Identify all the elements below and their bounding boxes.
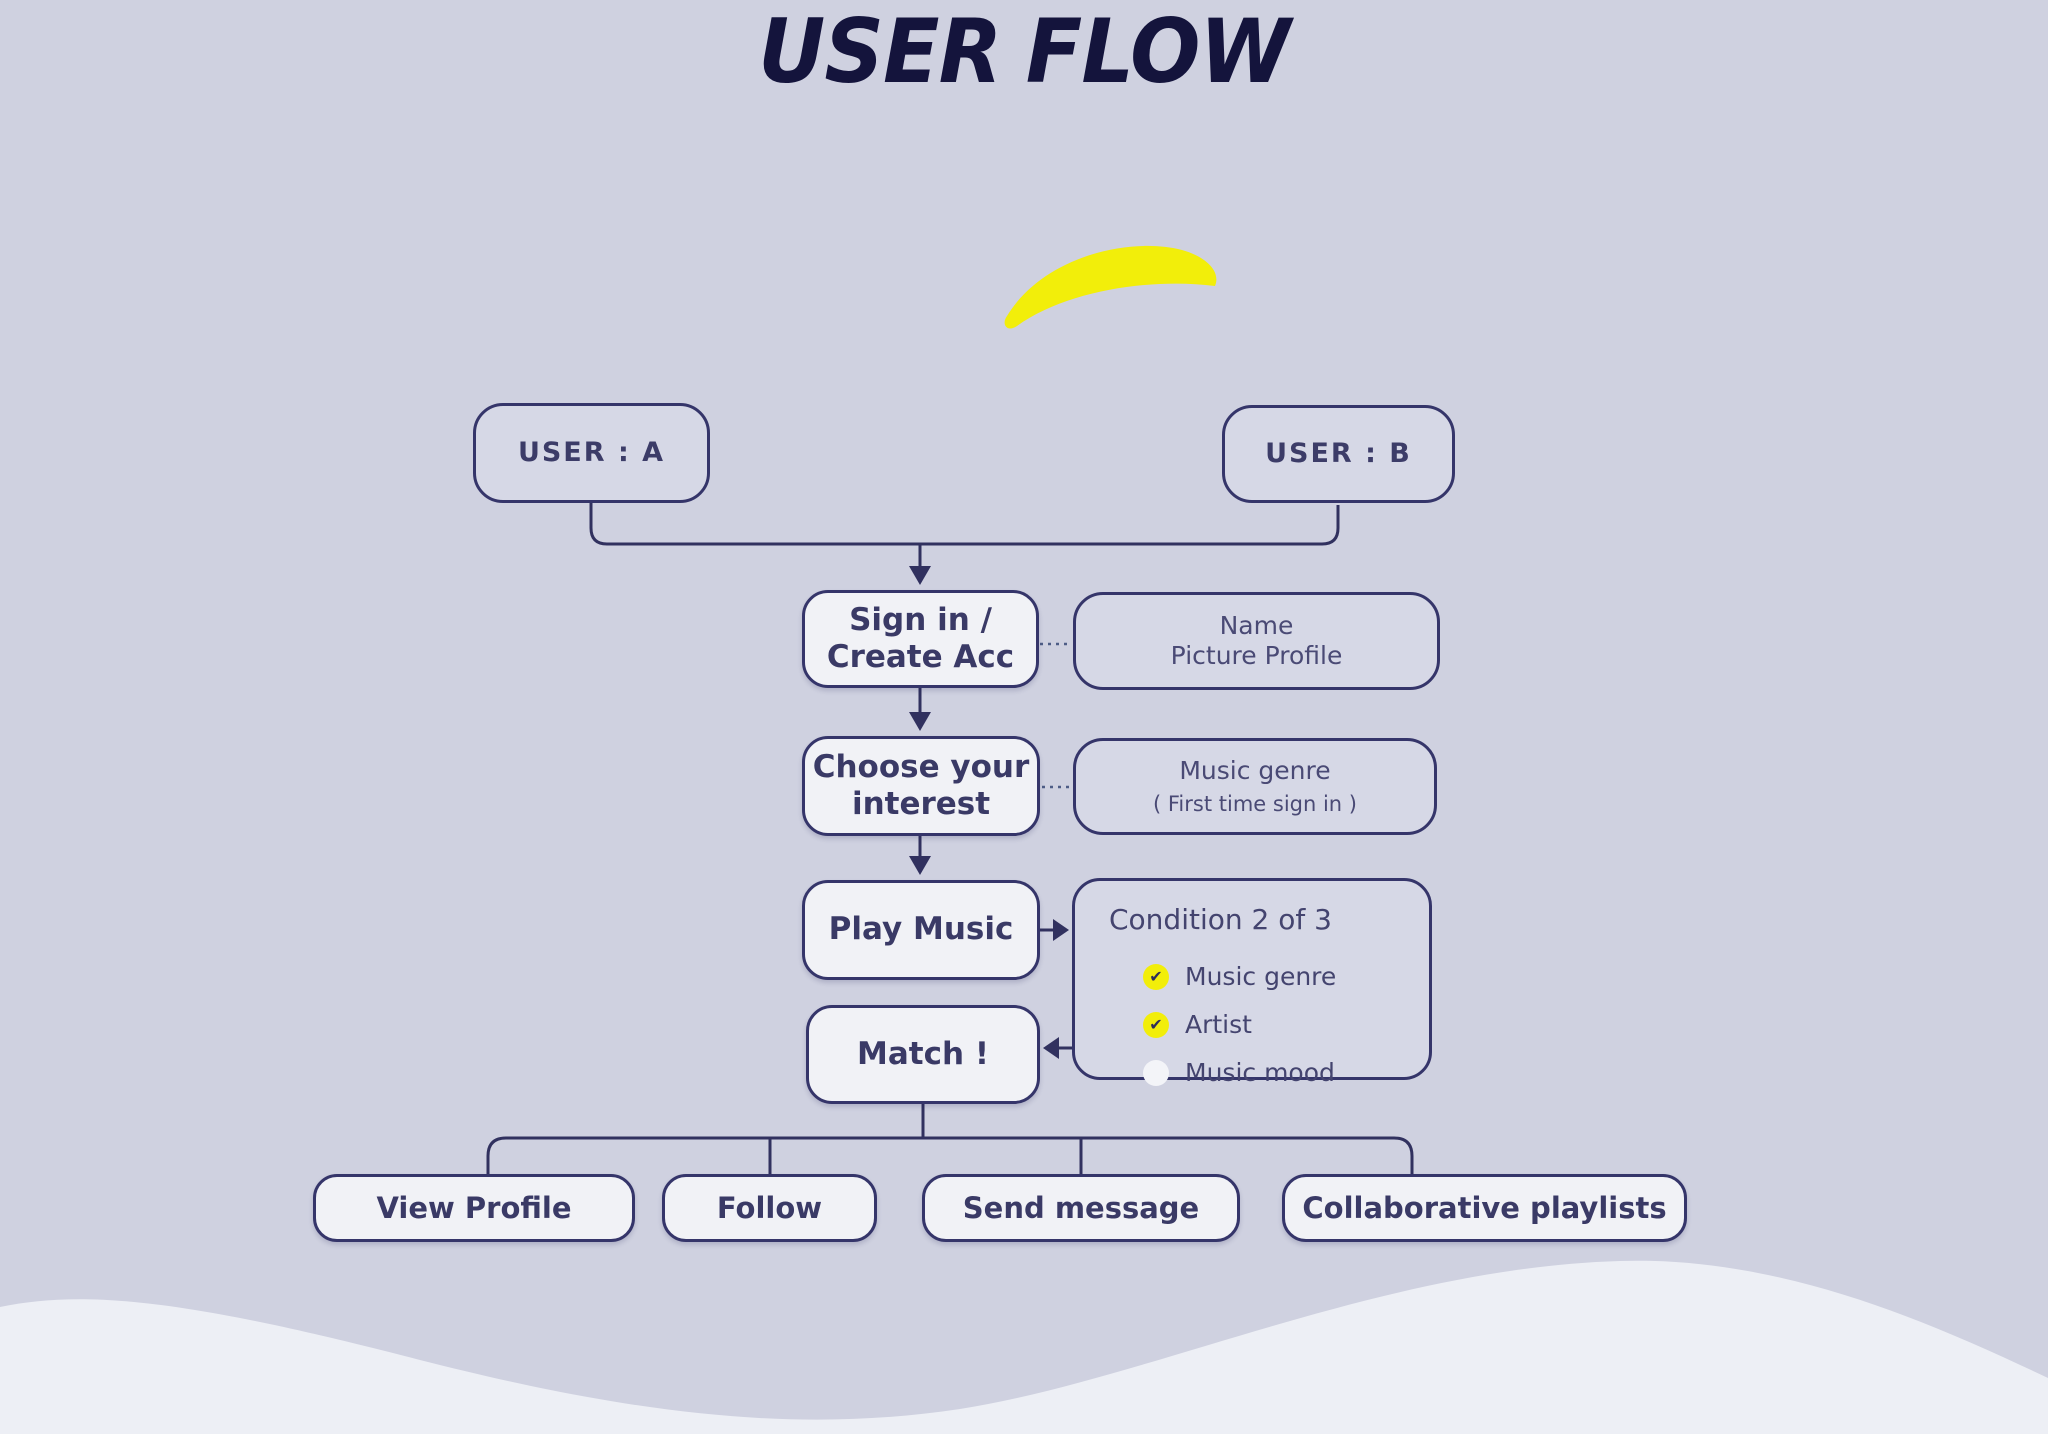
node-play-label: Play Music <box>828 911 1014 948</box>
node-choose-interest: Choose your interest <box>802 736 1040 836</box>
swoosh-path <box>1004 245 1217 329</box>
arrow-down-icon <box>909 856 931 875</box>
node-view-profile-label: View Profile <box>376 1190 572 1225</box>
note-genre-line2: ( First time sign in ) <box>1153 791 1357 816</box>
node-match-label: Match ! <box>857 1035 989 1072</box>
arrow-right-icon <box>1053 919 1069 941</box>
title-user: USER <box>758 0 1002 103</box>
node-play-music: Play Music <box>802 880 1040 980</box>
note-profile: Name Picture Profile <box>1073 592 1440 690</box>
node-user-a: USER : A <box>473 403 710 503</box>
condition-item-artist: Artist <box>1143 1010 1252 1040</box>
node-match: Match ! <box>806 1005 1040 1104</box>
condition-box: Condition 2 of 3 Music genre Artist Musi… <box>1072 878 1432 1087</box>
node-sign-in: Sign in / Create Acc <box>802 590 1039 688</box>
node-sign-in-label-2: Create Acc <box>826 639 1015 675</box>
condition-heading: Condition 2 of 3 <box>1109 903 1332 936</box>
node-follow-label: Follow <box>716 1190 823 1225</box>
node-user-b-label: USER : B <box>1265 437 1412 469</box>
node-collab-label: Collaborative playlists <box>1302 1190 1667 1225</box>
condition-item-music-mood: Music mood <box>1143 1058 1335 1088</box>
node-collaborative-playlists: Collaborative playlists <box>1282 1174 1687 1242</box>
yellow-highlight-swoosh <box>1004 245 1217 329</box>
condition-item-label: Music mood <box>1185 1057 1335 1087</box>
checkbox-unchecked-icon <box>1143 1059 1169 1086</box>
node-follow: Follow <box>662 1174 877 1242</box>
condition-item-label: Artist <box>1185 1009 1252 1039</box>
note-genre: Music genre ( First time sign in ) <box>1073 738 1437 835</box>
node-choose-label-1: Choose your <box>812 748 1030 785</box>
checkbox-checked-icon <box>1143 1011 1169 1038</box>
note-profile-line1: Name <box>1219 611 1294 640</box>
arrow-down-icon <box>909 566 931 585</box>
wave-path <box>0 1260 2048 1434</box>
match-branch-connector <box>486 1136 1414 1174</box>
node-send-message-label: Send message <box>962 1190 1200 1225</box>
title-flow: FLOW <box>1025 0 1291 103</box>
node-view-profile: View Profile <box>313 1174 635 1242</box>
node-user-b: USER : B <box>1222 405 1455 503</box>
condition-item-label: Music genre <box>1185 961 1337 991</box>
arrow-left-icon <box>1043 1037 1059 1059</box>
node-send-message: Send message <box>922 1174 1240 1242</box>
checkbox-checked-icon <box>1143 963 1169 990</box>
node-sign-in-label-1: Sign in / <box>849 601 992 638</box>
merge-connector <box>589 503 1340 546</box>
node-user-a-label: USER : A <box>517 436 666 468</box>
note-profile-line2: Picture Profile <box>1170 641 1343 670</box>
node-choose-label-2: interest <box>851 786 991 822</box>
arrow-down-icon <box>909 712 931 731</box>
condition-item-music-genre: Music genre <box>1143 962 1336 992</box>
note-genre-line1: Music genre <box>1179 755 1331 785</box>
